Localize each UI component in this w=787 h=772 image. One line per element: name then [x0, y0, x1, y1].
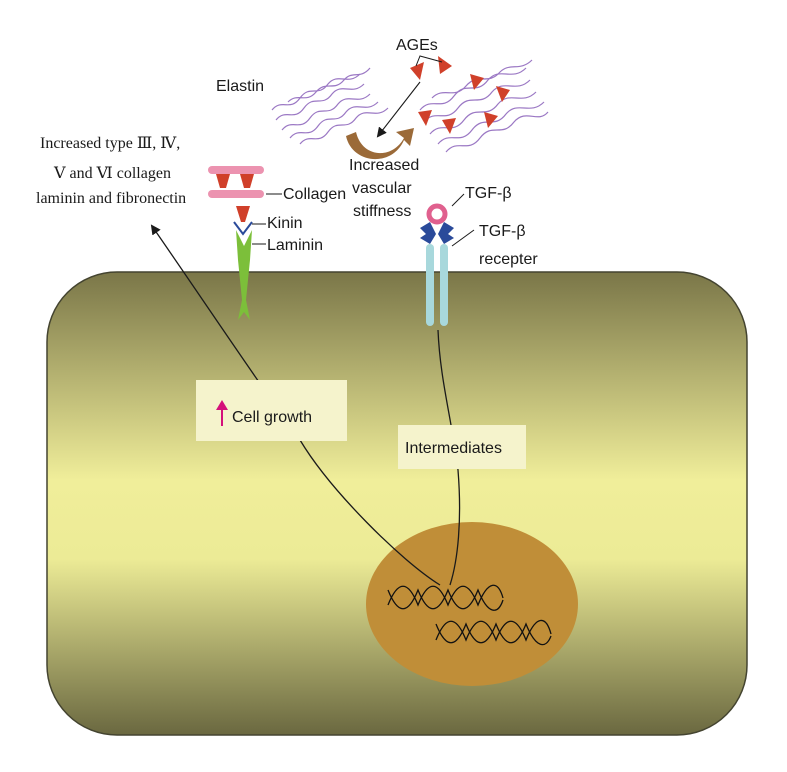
increased-label-1: Increased — [349, 157, 419, 174]
tgf-signal-path — [437, 329, 461, 586]
tgf-receptor-label-1: TGF-β — [479, 223, 526, 240]
collagen-types-label-3: laminin and fibronectin — [36, 190, 186, 207]
tgf-beta-label: TGF-β — [465, 185, 512, 202]
ages-arrow — [376, 81, 421, 138]
tgf-receptor-label-2: recepter — [479, 251, 538, 268]
tgf-receptor — [420, 222, 454, 326]
dna-strand-1 — [387, 584, 504, 611]
collagen-types-label-2: Ⅴ and Ⅵ collagen — [53, 165, 171, 182]
collagen-structure — [208, 166, 264, 198]
kinin-label: Kinin — [267, 215, 303, 232]
elastin-label: Elastin — [216, 78, 264, 95]
collagen-label: Collagen — [283, 186, 346, 203]
kinin-molecule — [233, 206, 253, 236]
cell-body — [46, 271, 748, 736]
dna-strand-2 — [435, 619, 552, 646]
ages-molecules — [410, 56, 510, 134]
leader-lines — [252, 193, 475, 247]
ages-label: AGEs — [396, 37, 438, 54]
elastin-fibers-right — [419, 59, 549, 153]
increased-label-2: vascular — [352, 180, 412, 197]
ages-bracket — [415, 55, 443, 67]
tgf-beta-ligand — [426, 203, 448, 225]
laminin-molecule — [236, 230, 252, 320]
intermediates-label: Intermediates — [405, 440, 502, 457]
increased-label-3: stiffness — [353, 203, 411, 220]
elastin-fibers-left — [271, 67, 389, 145]
stiffness-arrow-icon — [346, 128, 414, 160]
laminin-label: Laminin — [267, 237, 323, 254]
cell-growth-label: Cell growth — [232, 409, 312, 426]
nucleus — [366, 522, 578, 686]
intermediates-box — [398, 425, 526, 469]
up-arrow-head-icon — [216, 400, 228, 410]
collagen-types-label-1: Increased type Ⅲ, Ⅳ, — [40, 135, 180, 152]
